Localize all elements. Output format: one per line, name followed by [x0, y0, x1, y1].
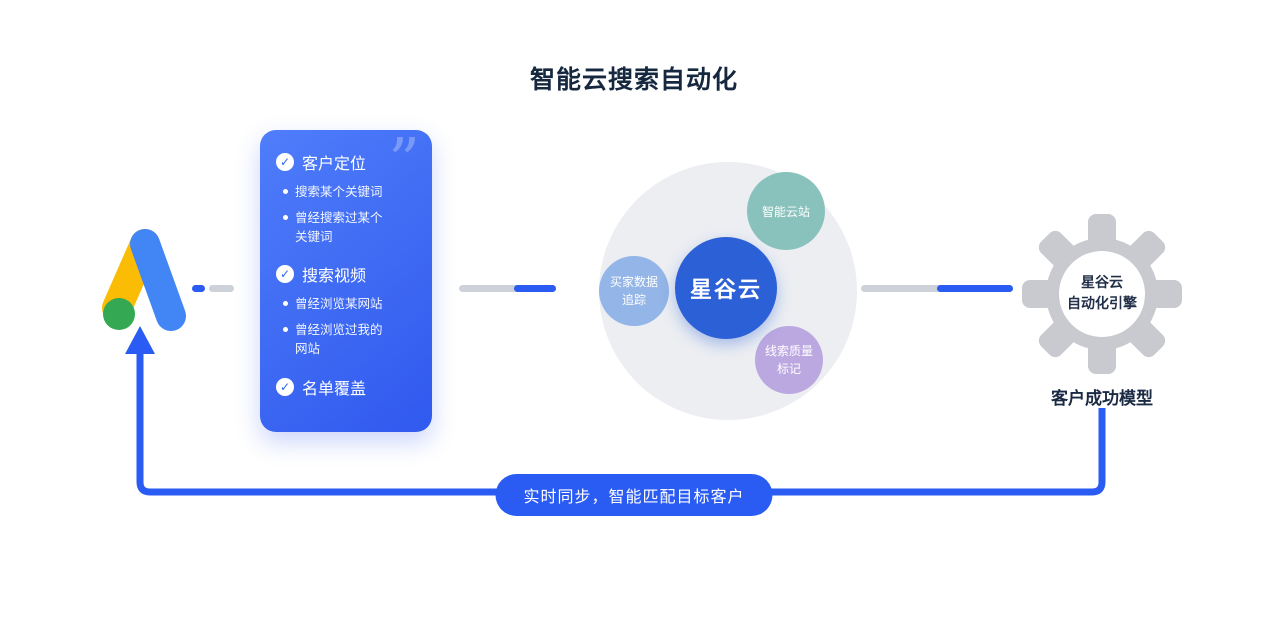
- targeting-card: ” ✓ 客户定位 搜索某个关键词 曾经搜索过某个关键词 ✓ 搜索视频 曾经浏览某…: [260, 130, 432, 432]
- center-brand-circle: 星谷云: [675, 237, 777, 339]
- satellite-lead-quality-tagging: 线索质量 标记: [755, 326, 823, 394]
- bullet-item: 曾经搜索过某个关键词: [283, 209, 416, 247]
- card-bullet-list: 搜索某个关键词 曾经搜索过某个关键词: [283, 183, 416, 246]
- gear-icon: [1022, 214, 1182, 374]
- google-ads-logo-icon: [95, 222, 191, 334]
- connector-fill: [937, 285, 1013, 292]
- check-circle-icon: ✓: [276, 153, 294, 171]
- bullet-dot-icon: [283, 327, 288, 332]
- card-section-heading: ✓ 客户定位: [276, 150, 416, 174]
- cloud-cluster-circle: 智能云站 买家数据 追踪 线索质量 标记 星谷云: [599, 162, 857, 420]
- connector-fill: [192, 285, 205, 292]
- customer-success-model-caption: 客户成功模型: [1051, 389, 1153, 408]
- satellite-smart-cloud-site: 智能云站: [747, 172, 825, 250]
- card-section-heading: ✓ 搜索视频: [276, 262, 416, 286]
- sync-banner: 实时同步，智能匹配目标客户: [495, 474, 773, 516]
- connector-logo-to-card: [192, 285, 234, 292]
- diagram-title: 智能云搜索自动化: [529, 66, 738, 94]
- bullet-dot-icon: [283, 189, 288, 194]
- google-ads-logo-svg: [102, 229, 186, 331]
- section-heading-text: 名单覆盖: [302, 380, 367, 398]
- bullet-item: 曾经浏览某网站: [283, 295, 416, 314]
- quote-mark-icon: ”: [388, 124, 420, 197]
- connector-card-to-cluster: [459, 285, 556, 292]
- section-heading-text: 搜索视频: [302, 268, 367, 286]
- bullet-item: 搜索某个关键词: [283, 183, 416, 202]
- bullet-item: 曾经浏览过我的网站: [283, 321, 416, 359]
- bullet-text: 曾经浏览过我的网站: [295, 323, 383, 356]
- bullet-text: 搜索某个关键词: [295, 185, 383, 199]
- check-circle-icon: ✓: [276, 265, 294, 284]
- satellite-buyer-data-tracking: 买家数据 追踪: [599, 256, 669, 326]
- bullet-dot-icon: [283, 214, 288, 220]
- check-circle-icon: ✓: [276, 377, 294, 396]
- card-bullet-list: 曾经浏览某网站 曾经浏览过我的网站: [283, 295, 416, 358]
- connector-cluster-to-gear: [861, 285, 1013, 292]
- card-section-heading: ✓ 名单覆盖: [276, 375, 416, 399]
- automation-engine-label: 星谷云 自动化引擎: [1067, 274, 1137, 311]
- bullet-text: 曾经搜索过某个关键词: [295, 210, 383, 244]
- connector-fill: [514, 285, 556, 292]
- connector-track: [209, 285, 234, 292]
- bullet-dot-icon: [283, 301, 288, 307]
- section-heading-text: 客户定位: [302, 156, 367, 173]
- bullet-text: 曾经浏览某网站: [295, 297, 383, 312]
